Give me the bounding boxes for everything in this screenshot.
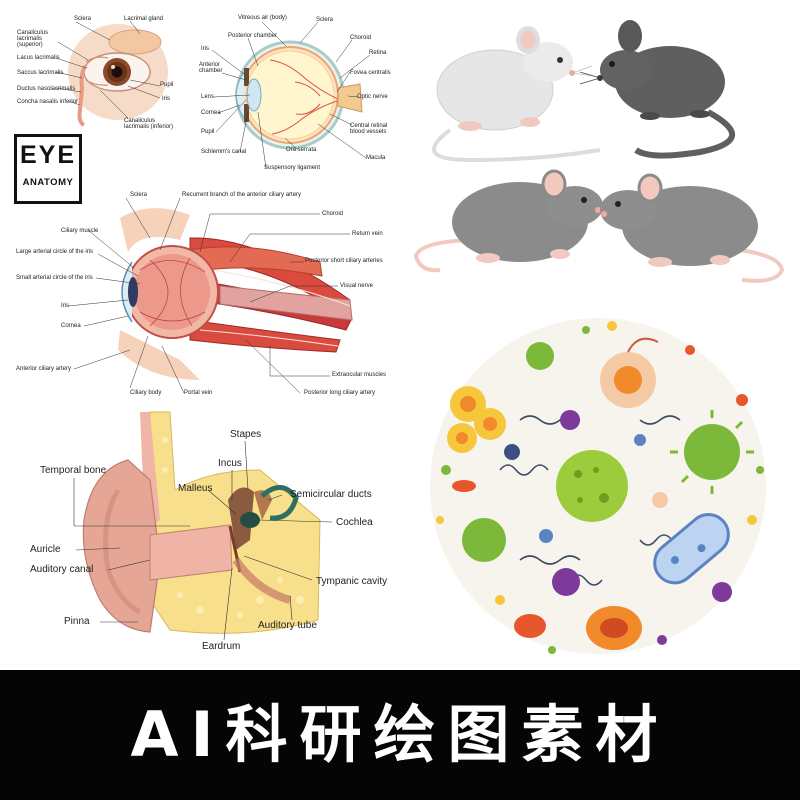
- label-schlemms-canal: Schlemm's canal: [201, 149, 247, 155]
- title-banner: AI科研绘图素材: [0, 670, 800, 800]
- label-anterior-chamber: Anterior chamber: [199, 62, 223, 74]
- left-rat: [413, 169, 603, 273]
- label-iris-2: Iris: [201, 46, 209, 52]
- label-auditory-tube: Auditory tube: [258, 620, 317, 631]
- label-posterior-long-artery: Posterior long ciliary artery: [304, 390, 376, 396]
- label-lacus-lacrimalis: Lacus lacrimalis: [17, 55, 60, 61]
- label-retina: Retina: [369, 50, 387, 56]
- label-central-retinal-vessels: Central retinal blood vessels: [350, 123, 388, 135]
- virus-large-green: [556, 450, 628, 522]
- label-iris: Iris: [162, 96, 170, 102]
- orange-cell-top: [600, 337, 659, 408]
- label-saccus-lacrimalis: Saccus lacrimalis: [17, 70, 64, 76]
- label-sclera: Sclera: [74, 16, 92, 22]
- label-recurrent-branch: Recurrent branch of the anterior ciliary…: [182, 192, 302, 198]
- virus-green-right: [684, 424, 740, 480]
- label-auditory-canal: Auditory canal: [30, 564, 94, 575]
- label-ciliary-body: Ciliary body: [130, 390, 162, 396]
- label-macula: Macula: [366, 155, 386, 161]
- virus-purple-bottom: [552, 568, 580, 596]
- label-cochlea: Cochlea: [336, 517, 373, 528]
- label-suspensory-ligament: Suspensory ligament: [264, 165, 321, 171]
- label-posterior-chamber: Posterior chamber: [228, 33, 278, 39]
- label-large-arterial-circle: Large arterial circle of the iris: [16, 249, 94, 255]
- label-fovea-centralis: Fovea centralis: [350, 70, 391, 76]
- banner-title: AI科研绘图素材: [130, 698, 670, 771]
- label-sclera-2: Sclera: [316, 17, 334, 23]
- label-anterior-ciliary-artery: Anterior ciliary artery: [16, 366, 72, 372]
- virus-green-left: [462, 518, 506, 562]
- badge-subtitle: ANATOMY: [22, 177, 74, 188]
- label-return-vein: Return vein: [352, 231, 383, 237]
- label-auricle: Auricle: [30, 544, 61, 555]
- label-eardrum: Eardrum: [202, 641, 241, 652]
- label-lens: Lens: [201, 94, 215, 100]
- dark-mouse: [579, 20, 735, 159]
- label-temporal-bone: Temporal bone: [40, 465, 107, 476]
- label-posterior-short-arteries: Posterior short ciliary arteries: [305, 258, 383, 264]
- label-tympanic-cavity: Tympanic cavity: [316, 576, 388, 587]
- label-ora-serrata: Ora serrata: [286, 147, 317, 153]
- label-pupil-2: Pupil: [201, 129, 215, 135]
- label-ciliary-muscle: Ciliary muscle: [61, 228, 99, 234]
- label-vitreous-body: Vitreous air (body): [238, 15, 287, 21]
- label-semicircular-ducts: Semicircular ducts: [290, 489, 372, 500]
- label-pupil: Pupil: [160, 82, 174, 88]
- label-optic-nerve: Optic nerve: [357, 94, 388, 100]
- label-ductus-nasolacrimalis: Ductus nasolacrimalis: [17, 86, 76, 92]
- label-choroid: Choroid: [350, 35, 372, 41]
- label-sclera-3: Sclera: [130, 192, 148, 198]
- label-concha-nasalis: Concha nasalis inferior: [17, 99, 79, 105]
- label-stapes: Stapes: [230, 429, 262, 440]
- yellow-cell-cluster: [447, 386, 506, 453]
- white-mouse: [432, 26, 601, 163]
- label-pinna: Pinna: [64, 616, 90, 627]
- label-portal-vein: Portal vein: [184, 390, 213, 396]
- badge-title: EYE: [19, 141, 77, 169]
- label-visual-nerve: Visual nerve: [340, 283, 373, 289]
- orange-cell-bottom: [586, 606, 642, 650]
- label-canaliculus-superior: Canaliculus lacrimalis (superior): [17, 30, 49, 48]
- label-cornea-2: Cornea: [61, 323, 81, 329]
- label-incus: Incus: [218, 458, 242, 469]
- label-small-arterial-circle: Small arterial circle of the iris: [16, 275, 93, 281]
- label-iris-3: Iris: [61, 303, 69, 309]
- right-rat: [600, 173, 785, 283]
- label-cornea: Cornea: [201, 110, 221, 116]
- label-lacrimal-gland: Lacrimal gland: [124, 16, 164, 22]
- eye-anatomy-badge: EYE ANATOMY: [14, 134, 82, 204]
- label-extraocular-muscles: Extraocular muscles: [332, 372, 387, 378]
- label-canaliculus-inferior: Canaliculus lacrimalis (inferior): [124, 118, 174, 130]
- label-malleus: Malleus: [178, 483, 213, 494]
- label-choroid-2: Choroid: [322, 211, 344, 217]
- blue-bacterium: [653, 513, 730, 585]
